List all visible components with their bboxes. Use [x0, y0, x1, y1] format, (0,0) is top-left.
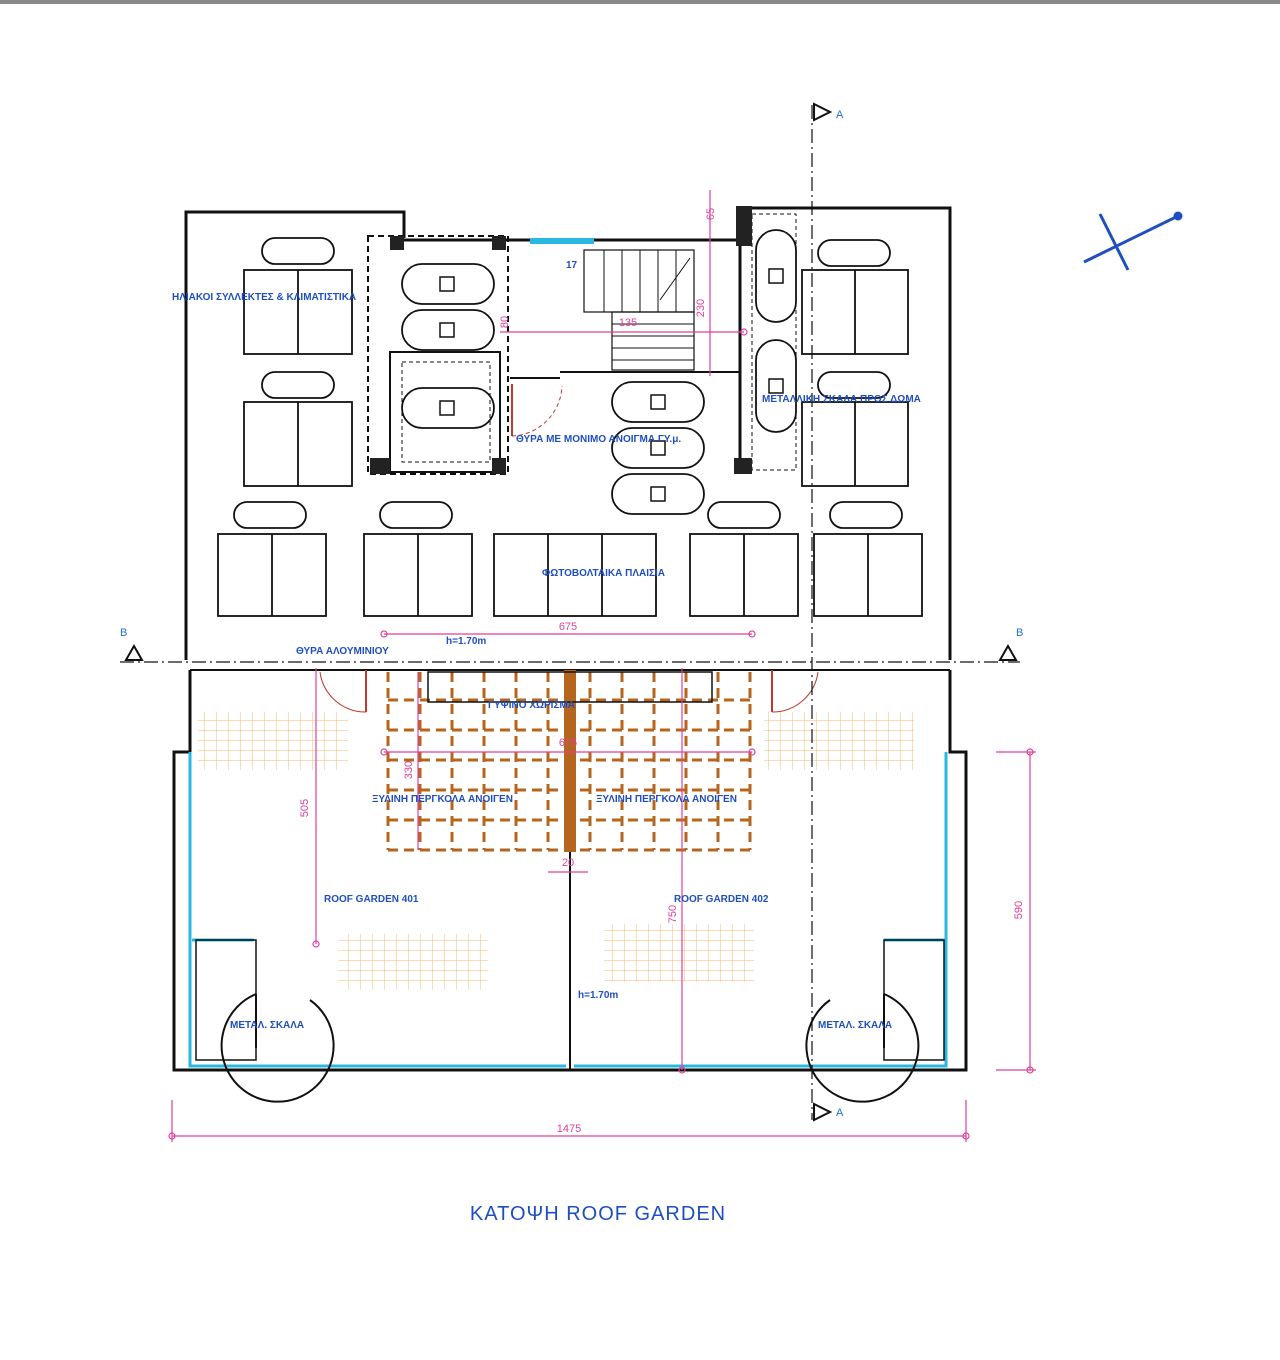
- section-a-top: A: [836, 109, 844, 121]
- label-fire-door: ΘΥΡΑ ΜΕ ΜΟΝΙΜΟ ΑΝΟΙΓΜΑ ΓΥ.μ.: [516, 434, 681, 445]
- spiral-stair-right: [805, 939, 945, 1103]
- north-arrow-icon: [1083, 211, 1183, 271]
- section-lines: [120, 105, 1020, 1120]
- stair-treads: [603, 250, 694, 361]
- label-pergola-left: ΞΥΛΙΝΗ ΠΕΡΓΚΟΛΑ ΑΝΟΙΓΕΝ: [372, 794, 513, 805]
- dim-750: 750: [667, 905, 679, 923]
- pergola-beam: [564, 670, 576, 852]
- label-roof-garden-401: ROOF GARDEN 401: [324, 894, 419, 905]
- label-aluminium-door: ΘΥΡΑ ΑΛΟΥΜΙΝΙΟΥ: [296, 646, 389, 657]
- dim-505: 505: [299, 799, 311, 817]
- dimension-dots: [168, 328, 1034, 1140]
- building-walls: [172, 206, 968, 1072]
- tank-fittings: [439, 268, 784, 502]
- label-metal-stair-roof: ΜΕΤΑΛΛΙΚΗ ΣΚΑΛΑ ΠΡΟΣ ΔΩΜΑ: [762, 394, 921, 405]
- dim-230: 230: [695, 299, 707, 317]
- label-pv-panels: ΦΩΤΟΒΟΛΤΑΙΚΑ ΠΛΑΙΣΙΑ: [542, 568, 665, 579]
- doors: [319, 384, 819, 713]
- section-a-bottom: A: [836, 1107, 844, 1119]
- drawing-title: ΚΑΤΟΨΗ ROOF GARDEN: [470, 1203, 726, 1225]
- dim-65: 65: [705, 208, 717, 220]
- solar-collectors: [217, 269, 923, 617]
- window-glazing: [530, 238, 594, 244]
- label-step-number: 17: [566, 260, 578, 271]
- label-gypsum-partition: ΓΥΨΙΝΟ ΧΩΡΙΣΜΑ: [488, 700, 575, 711]
- dim-675-mid: 675: [559, 737, 577, 749]
- label-metal-stair-right: ΜΕΤΑΛ. ΣΚΑΛΑ: [818, 1020, 892, 1031]
- label-height-bottom: h=1.70m: [578, 990, 618, 1001]
- dimension-lines: [171, 190, 1036, 1142]
- dim-80: 80: [499, 316, 511, 328]
- water-tanks: [233, 229, 903, 529]
- dim-590: 590: [1013, 901, 1025, 919]
- spiral-stair-left: [195, 939, 335, 1103]
- dim-1475: 1475: [557, 1123, 581, 1135]
- dim-135: 135: [619, 317, 637, 329]
- label-height-top: h=1.70m: [446, 636, 486, 647]
- label-roof-garden-402: ROOF GARDEN 402: [674, 894, 769, 905]
- window-top-border: [0, 0, 1280, 4]
- section-marker-icon: [124, 102, 1018, 1122]
- dim-675-top: 675: [559, 621, 577, 633]
- label-metal-stair-left: ΜΕΤΑΛ. ΣΚΑΛΑ: [230, 1020, 304, 1031]
- label-solar-collectors-ac: ΗΛΙΑΚΟΙ ΣΥΛΛΕΚΤΕΣ & ΚΛΙΜΑΤΙΣΤΙΚΑ: [172, 292, 356, 303]
- label-pergola-right: ΞΥΛΙΝΗ ΠΕΡΓΚΟΛΑ ΑΝΟΙΓΕΝ: [596, 794, 737, 805]
- dim-330: 330: [403, 761, 415, 779]
- columns: [370, 206, 752, 474]
- section-b-right: B: [1016, 627, 1023, 639]
- planters: [198, 712, 914, 990]
- gypsum-partition: [427, 671, 713, 703]
- section-b-left: B: [120, 627, 127, 639]
- dim-20: 20: [562, 857, 574, 869]
